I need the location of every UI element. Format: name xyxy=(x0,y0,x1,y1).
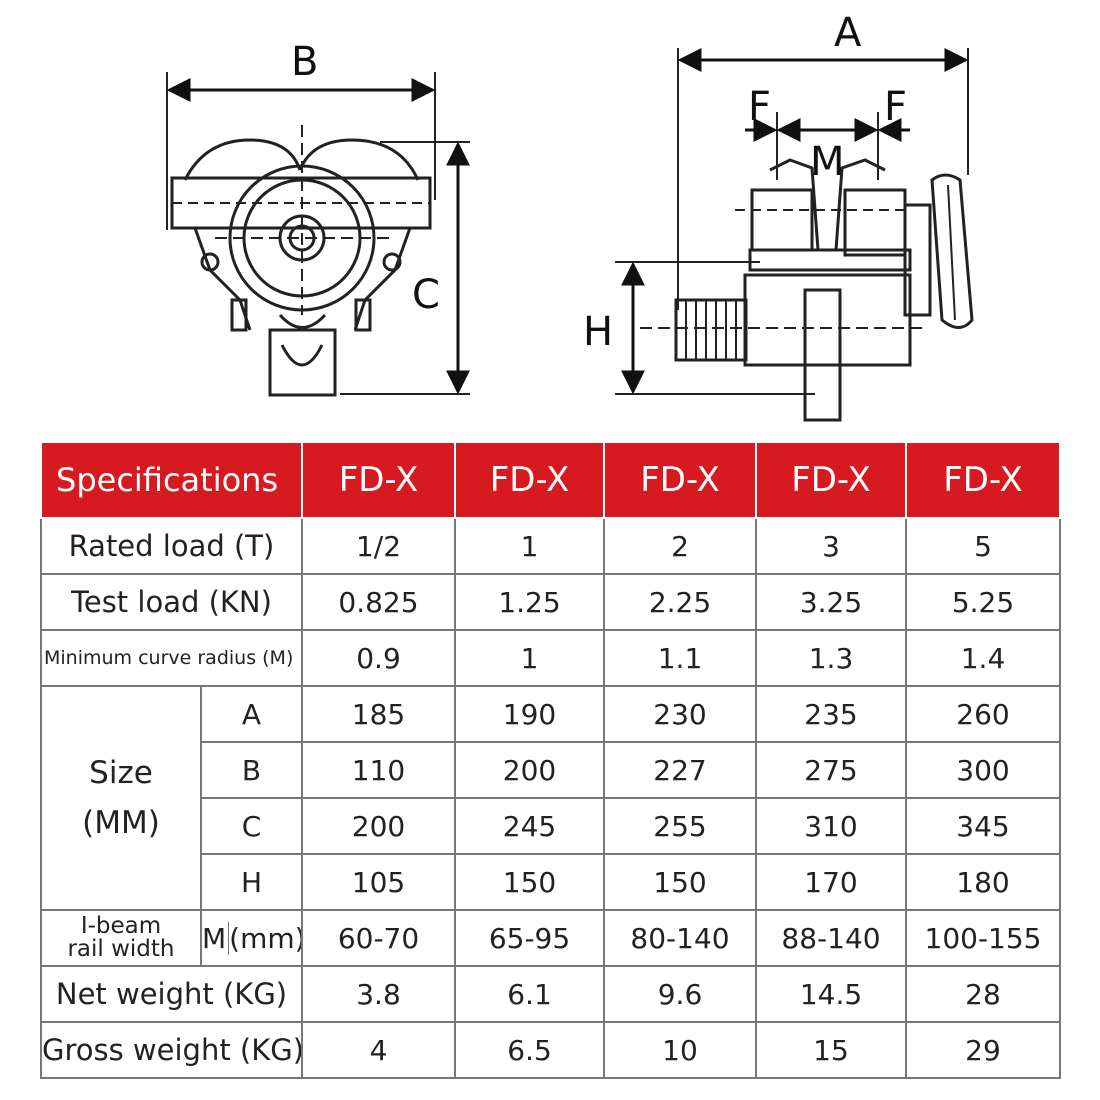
table-row-size-c: C 200 245 255 310 345 xyxy=(41,797,1061,855)
table-cell: 65-95 xyxy=(454,909,605,967)
sub-label: C xyxy=(200,797,303,855)
table-cell: 230 xyxy=(603,685,757,743)
table-cell: 150 xyxy=(454,853,605,911)
sub-label: H xyxy=(200,853,303,911)
table-cell: 1 xyxy=(454,629,605,687)
table-cell: 10 xyxy=(603,1021,757,1079)
table-cell: 190 xyxy=(454,685,605,743)
specifications-header: Specifications xyxy=(40,441,303,519)
ibeam-unit-m: M xyxy=(203,921,230,955)
table-cell: 110 xyxy=(301,741,456,799)
table-cell: 235 xyxy=(755,685,907,743)
table-row-size-b: B 110 200 227 275 300 xyxy=(41,741,1061,799)
table-cell: 15 xyxy=(755,1021,907,1079)
model-header: FD-X xyxy=(454,441,605,519)
table-row-net-weight: Net weight (KG) 3.8 6.1 9.6 14.5 28 xyxy=(40,965,1061,1023)
table-cell: 60-70 xyxy=(301,909,456,967)
table-cell: 150 xyxy=(603,853,757,911)
table-cell: 170 xyxy=(755,853,907,911)
table-cell: 9.6 xyxy=(603,965,757,1023)
row-label: Gross weight (KG) xyxy=(40,1021,303,1079)
model-header: FD-X xyxy=(603,441,757,519)
table-cell: 88-140 xyxy=(755,909,907,967)
table-cell: 310 xyxy=(755,797,907,855)
table-cell: 1.1 xyxy=(603,629,757,687)
table-cell: 2.25 xyxy=(603,573,757,631)
table-cell: 200 xyxy=(454,741,605,799)
table-cell: 1.4 xyxy=(905,629,1061,687)
table-cell: 245 xyxy=(454,797,605,855)
table-cell: 3.25 xyxy=(755,573,907,631)
table-cell: 1.25 xyxy=(454,573,605,631)
table-row-min-curve-radius: Minimum curve radius (M) 0.9 1 1.1 1.3 1… xyxy=(40,629,1061,687)
row-label: Rated load (T) xyxy=(40,517,303,575)
table-cell: 227 xyxy=(603,741,757,799)
ibeam-unit: M(mm) xyxy=(200,909,303,967)
model-header: FD-X xyxy=(301,441,456,519)
table-cell: 1.3 xyxy=(755,629,907,687)
ibeam-label-line2: rail width xyxy=(67,936,175,962)
dim-label-f-left: F xyxy=(748,84,771,130)
table-cell: 105 xyxy=(301,853,456,911)
table-cell: 3 xyxy=(755,517,907,575)
sub-label: A xyxy=(200,685,303,743)
table-cell: 255 xyxy=(603,797,757,855)
front-view xyxy=(166,72,470,397)
table-cell: 4 xyxy=(301,1021,456,1079)
row-label: Test load (KN) xyxy=(40,573,303,631)
size-label-line2: (MM) xyxy=(82,805,160,841)
dim-label-h: H xyxy=(583,309,613,355)
specifications-table: Specifications FD-X FD-X FD-X FD-X FD-X … xyxy=(40,441,1061,1079)
table-cell: 275 xyxy=(755,741,907,799)
table-cell: 5 xyxy=(905,517,1061,575)
table-row-ibeam-width: I-beam rail width M(mm) 60-70 65-95 80-1… xyxy=(40,909,1061,967)
table-cell: 14.5 xyxy=(755,965,907,1023)
table-cell: 2 xyxy=(603,517,757,575)
dim-label-a: A xyxy=(834,10,862,56)
dim-label-b: B xyxy=(291,39,318,85)
table-cell: 300 xyxy=(905,741,1061,799)
table-row-test-load: Test load (KN) 0.825 1.25 2.25 3.25 5.25 xyxy=(40,573,1061,631)
model-header: FD-X xyxy=(905,441,1061,519)
dim-label-m: M xyxy=(810,139,845,185)
table-row-size-h: H 105 150 150 170 180 xyxy=(41,853,1061,911)
table-cell: 29 xyxy=(905,1021,1061,1079)
size-label-line1: Size xyxy=(89,755,153,791)
table-cell: 100-155 xyxy=(905,909,1061,967)
drawing-svg: B C xyxy=(166,10,974,422)
table-cell: 5.25 xyxy=(905,573,1061,631)
model-header: FD-X xyxy=(755,441,907,519)
table-cell: 200 xyxy=(301,797,456,855)
sub-label: B xyxy=(200,741,303,799)
table-cell: 3.8 xyxy=(301,965,456,1023)
row-label: Net weight (KG) xyxy=(40,965,303,1023)
table-row-size-a: Size (MM) A 185 190 230 235 260 xyxy=(40,685,1061,911)
table-cell: 1/2 xyxy=(301,517,456,575)
table-cell: 345 xyxy=(905,797,1061,855)
table-header-row: Specifications FD-X FD-X FD-X FD-X FD-X xyxy=(40,441,1061,519)
table-row-gross-weight: Gross weight (KG) 4 6.5 10 15 29 xyxy=(40,1021,1061,1079)
row-label: Minimum curve radius (M) xyxy=(40,629,303,687)
ibeam-label: I-beam rail width xyxy=(40,909,202,967)
side-view xyxy=(615,48,974,422)
table-cell: 0.9 xyxy=(301,629,456,687)
dim-label-f-right: F xyxy=(884,84,907,130)
dim-label-c: C xyxy=(412,272,440,318)
table-cell: 6.1 xyxy=(454,965,605,1023)
trolley-technical-drawing: B C xyxy=(0,0,1100,430)
table-cell: 180 xyxy=(905,853,1061,911)
table-row-rated-load: Rated load (T) 1/2 1 2 3 5 xyxy=(40,517,1061,575)
size-group-label: Size (MM) xyxy=(40,685,202,911)
table-cell: 185 xyxy=(301,685,456,743)
table-cell: 28 xyxy=(905,965,1061,1023)
ibeam-label-line1: I-beam xyxy=(80,913,162,939)
table-cell: 0.825 xyxy=(301,573,456,631)
table-cell: 80-140 xyxy=(603,909,757,967)
table-cell: 1 xyxy=(454,517,605,575)
table-cell: 6.5 xyxy=(454,1021,605,1079)
ibeam-unit-mm: (mm) xyxy=(229,921,302,955)
table-cell: 260 xyxy=(905,685,1061,743)
